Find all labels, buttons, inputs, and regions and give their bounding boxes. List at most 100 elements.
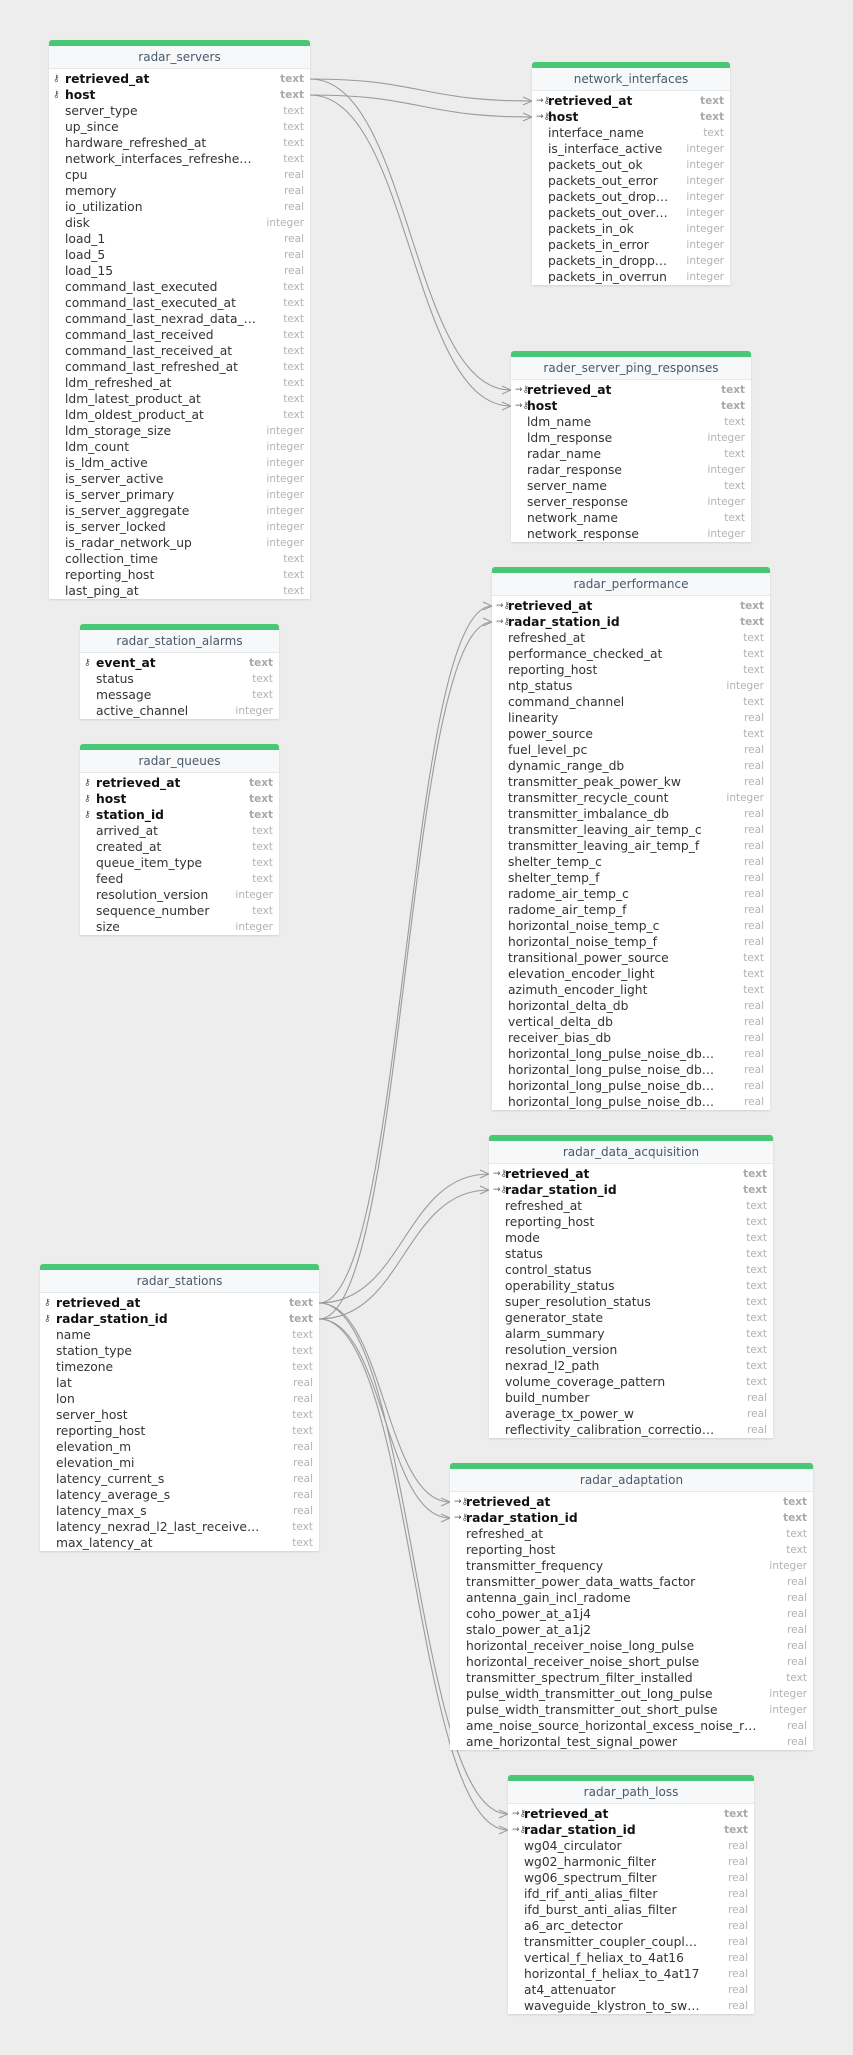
- column-row[interactable]: latency_nexrad_l2_last_received…text: [40, 1519, 319, 1535]
- column-row[interactable]: packets_out_over…integer: [532, 205, 730, 221]
- column-row[interactable]: waveguide_klystron_to_swit…real: [508, 1998, 754, 2014]
- column-row[interactable]: ame_noise_source_horizontal_excess_noise…: [450, 1718, 813, 1734]
- column-row[interactable]: horizontal_long_pulse_noise_db_…real: [492, 1046, 770, 1062]
- column-row[interactable]: packets_out_drop…integer: [532, 189, 730, 205]
- column-row[interactable]: horizontal_long_pulse_noise_db_…real: [492, 1062, 770, 1078]
- column-row[interactable]: horizontal_long_pulse_noise_db_…real: [492, 1078, 770, 1094]
- table-rader-server-ping-responses[interactable]: rader_server_ping_responses →⚷retrieved_…: [511, 351, 751, 542]
- column-row[interactable]: reflectivity_calibration_correction…real: [489, 1422, 773, 1438]
